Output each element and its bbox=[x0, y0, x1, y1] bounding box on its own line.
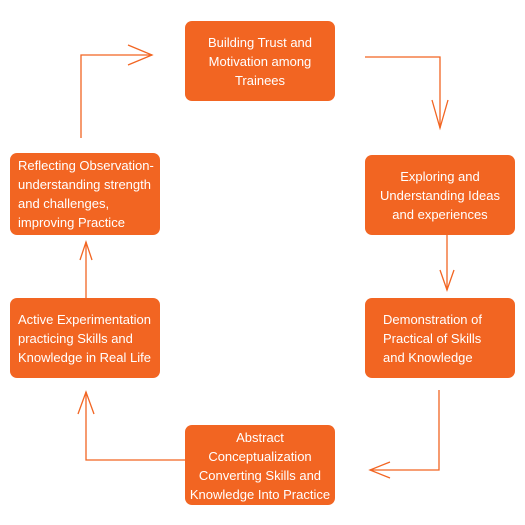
node-demonstration-label: Demonstration of Practical of Skills and… bbox=[383, 311, 482, 365]
node-exploring-ideas: Exploring and Understanding Ideas and ex… bbox=[365, 155, 515, 235]
node-reflecting-observation-label: Reflecting Observation- understanding st… bbox=[18, 158, 154, 230]
node-active-experimentation: Active Experimentation practicing Skills… bbox=[10, 298, 160, 378]
connector-reflect-to-trust bbox=[80, 44, 154, 138]
node-demonstration: Demonstration of Practical of Skills and… bbox=[365, 298, 515, 378]
connector-abstract-to-active bbox=[77, 390, 185, 461]
node-abstract-conceptualization: Abstract Conceptualization Converting Sk… bbox=[185, 425, 335, 505]
node-building-trust-label: Building Trust and Motivation among Trai… bbox=[207, 34, 313, 88]
connector-explore-to-demo bbox=[439, 235, 455, 292]
node-active-experimentation-label: Active Experimentation practicing Skills… bbox=[18, 311, 151, 365]
connector-demo-to-abstract bbox=[368, 390, 440, 479]
connector-active-to-reflect bbox=[79, 239, 93, 298]
node-abstract-conceptualization-label: Abstract Conceptualization Converting Sk… bbox=[189, 430, 331, 502]
node-building-trust: Building Trust and Motivation among Trai… bbox=[185, 21, 335, 101]
node-exploring-ideas-label: Exploring and Understanding Ideas and ex… bbox=[380, 168, 500, 222]
connector-trust-to-explore bbox=[365, 56, 449, 131]
node-reflecting-observation: Reflecting Observation- understanding st… bbox=[10, 153, 160, 235]
